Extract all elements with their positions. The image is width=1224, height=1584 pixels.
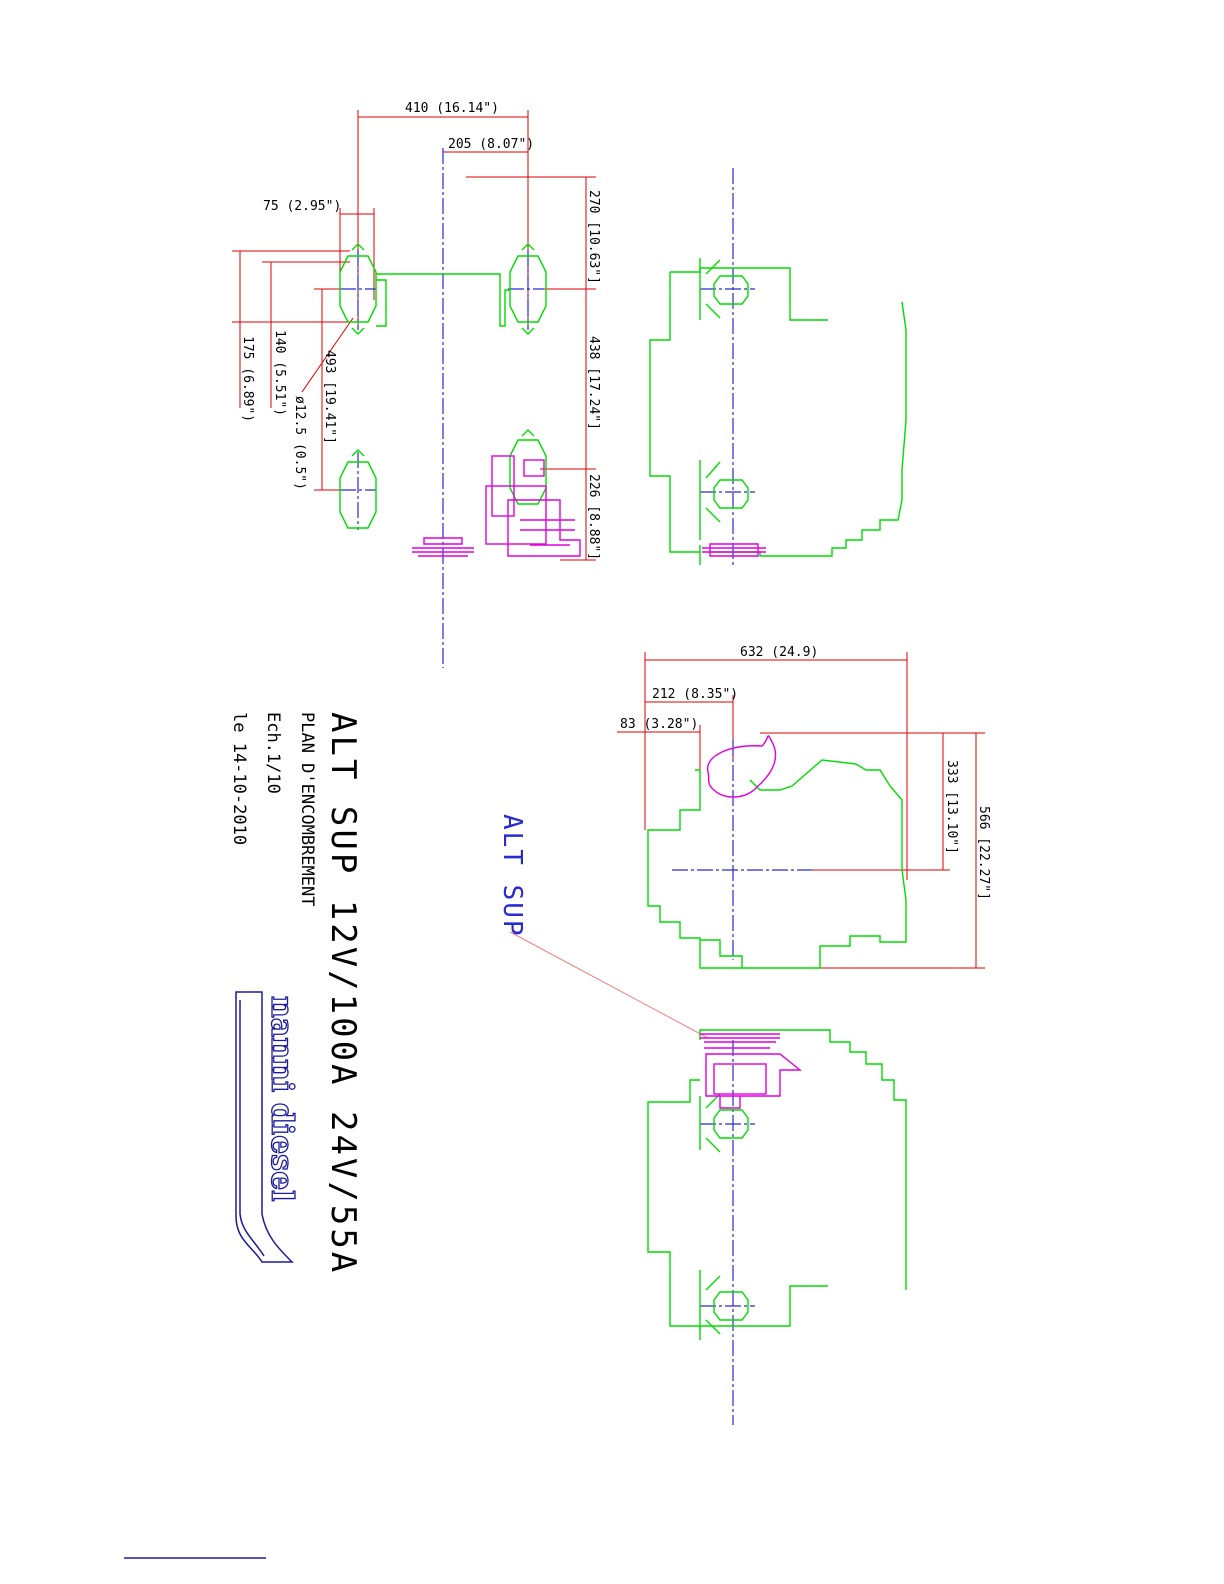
callout-alt-sup: ALT SUP <box>497 814 527 938</box>
dim-333: 333 [13.10"] <box>944 760 959 854</box>
dim-410: 410 (16.14") <box>405 101 499 116</box>
alternator-bottom <box>700 1034 800 1108</box>
drawing-date: le 14-10-2010 <box>229 712 249 845</box>
dim-205: 205 (8.07") <box>448 137 534 152</box>
dim-493: 493 [19.41"] <box>322 350 337 444</box>
dim-212: 212 (8.35") <box>652 687 738 702</box>
alternator-top-left <box>412 456 580 556</box>
dim-140: 140 (5.51") <box>272 330 287 416</box>
drawing-subtitle: PLAN D'ENCOMBREMENT <box>297 712 317 906</box>
dim-632: 632 (24.9) <box>740 645 818 660</box>
dim-226: 226 [8.88"] <box>586 474 601 560</box>
centerlines <box>340 148 812 1425</box>
engine-outline-bottom <box>648 1030 906 1340</box>
drawing-scale: Ech.1/10 <box>263 712 283 794</box>
engine-outline-middle <box>648 736 906 968</box>
dim-diameter-12-5: ø12.5 (0.5") <box>292 396 307 490</box>
logo-wordmark: nanni diesel <box>264 996 299 1202</box>
dim-75: 75 (2.95") <box>263 199 341 214</box>
dim-438: 438 [17.24"] <box>586 336 601 430</box>
dim-83: 83 (3.28") <box>620 717 698 732</box>
drawing-title: ALT SUP 12V/100A 24V/55A <box>323 712 363 1275</box>
dim-270: 270 [10.63"] <box>586 190 601 284</box>
dim-566: 566 [22.27"] <box>976 806 991 900</box>
nanni-diesel-logo: nanni diesel <box>236 992 299 1262</box>
engine-mount-bottom-right <box>510 430 546 504</box>
dim-175: 175 (6.89") <box>240 336 255 422</box>
engine-outline-top-right <box>650 258 906 565</box>
